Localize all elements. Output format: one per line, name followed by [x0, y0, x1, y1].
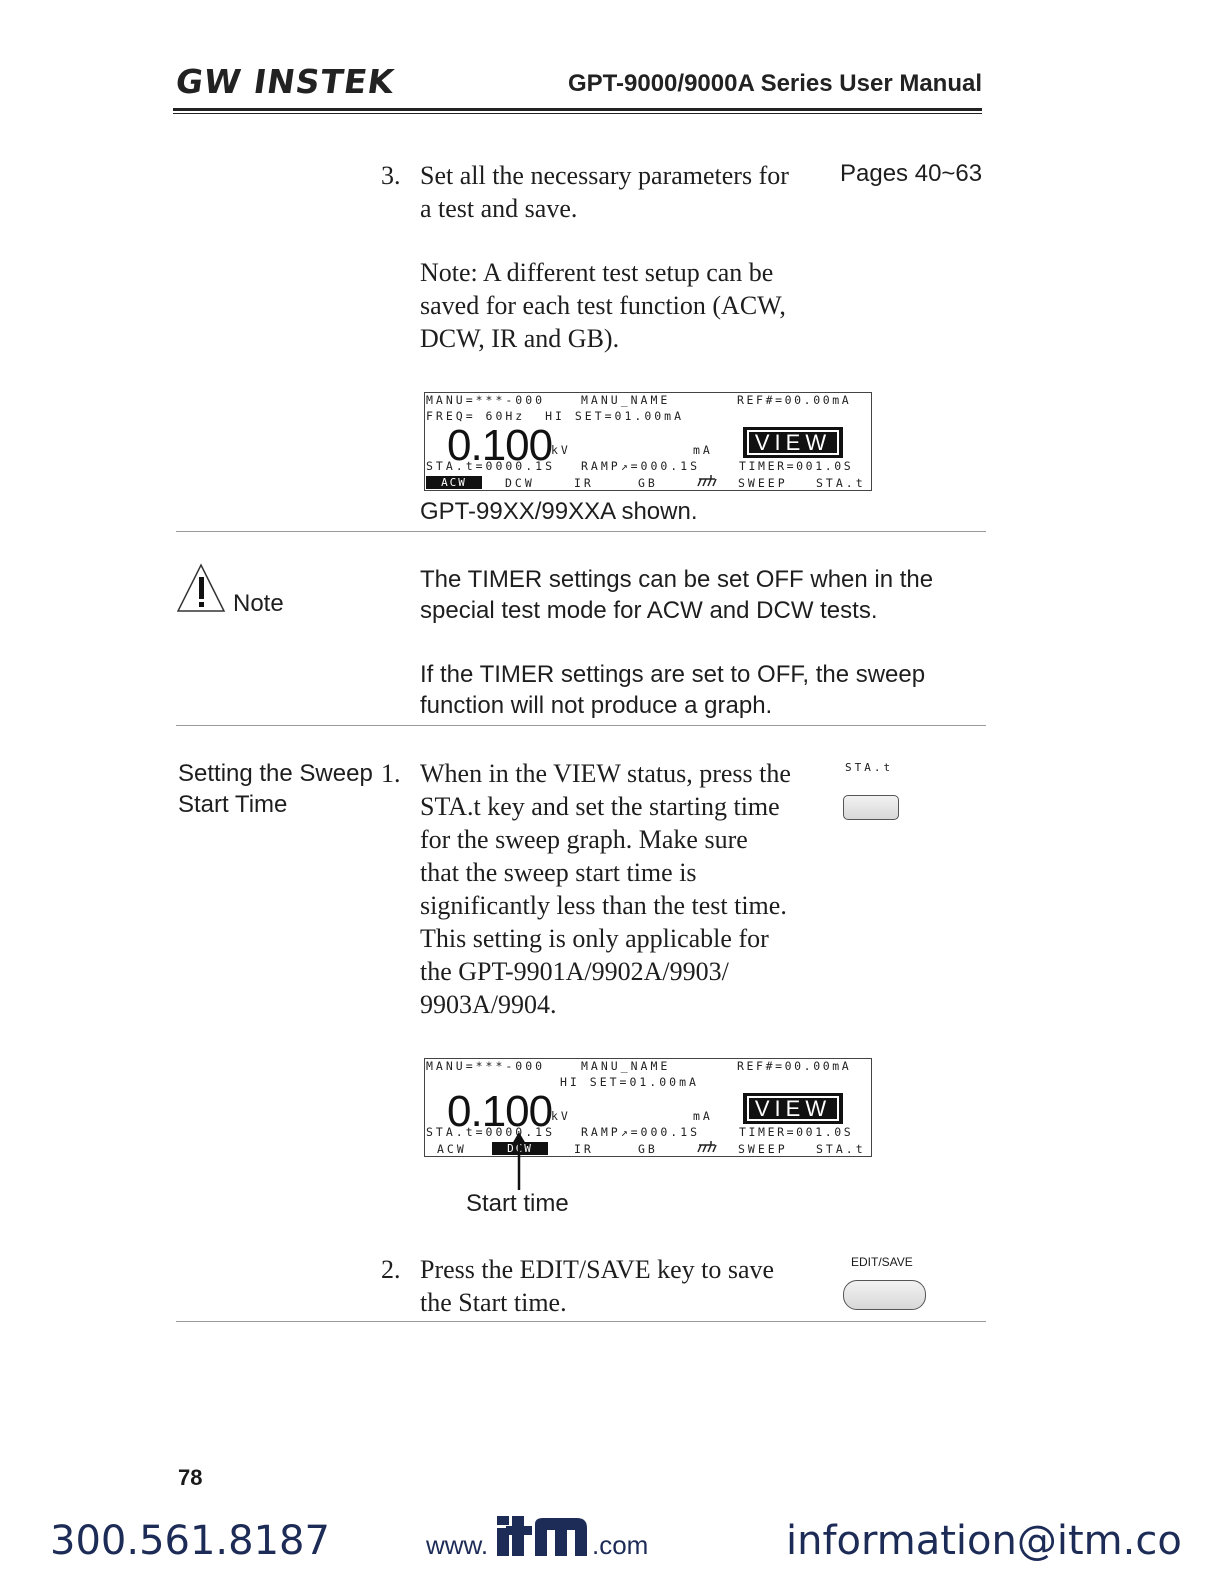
note-text: special test mode for ACW and DCW tests.	[420, 597, 878, 624]
step1-number: 1.	[381, 759, 401, 788]
ground-icon	[697, 475, 717, 494]
lcd-tab-acw: ACW	[437, 1142, 467, 1156]
header-rule-thin	[173, 113, 982, 114]
step1-text: 9903A/9904.	[420, 990, 557, 1019]
ground-icon	[697, 1141, 717, 1160]
step1-text: the GPT-9901A/9902A/9903/	[420, 957, 729, 986]
display-caption: GPT-99XX/99XXA shown.	[420, 498, 698, 525]
step3-note-line: Note: A different test setup can be	[420, 258, 774, 287]
lcd-view-indicator: VIEW	[743, 427, 843, 458]
lcd-tab-sta-t: STA.t	[816, 1142, 866, 1156]
arrow-up-icon	[509, 1132, 529, 1197]
header-rule	[173, 108, 982, 111]
step1-text: STA.t key and set the starting time	[420, 792, 780, 821]
lcd-timer: TIMER=001.0S	[739, 459, 854, 473]
lcd-manu-name: MANU_NAME	[581, 1059, 671, 1073]
lcd-ref: REF#=00.00mA	[737, 1059, 852, 1073]
edit-save-key[interactable]	[843, 1280, 926, 1310]
section-divider	[176, 531, 986, 532]
header-title: GPT-9000/9000A Series User Manual	[568, 70, 982, 97]
lcd-tab-dcw: DCW	[505, 476, 535, 490]
lcd-view-indicator: VIEW	[743, 1093, 843, 1124]
lcd-tab-sweep: SWEEP	[738, 476, 788, 490]
lcd-voltage-value: 0.100	[447, 1087, 553, 1136]
lcd-timer: TIMER=001.0S	[739, 1125, 854, 1139]
lcd-freq-hi-set: FREQ= 60Hz HI SET=01.00mA	[426, 409, 685, 423]
lcd-unit-kv: kV	[551, 1109, 571, 1123]
lcd-ref: REF#=00.00mA	[737, 393, 852, 407]
step3-number: 3.	[381, 161, 401, 190]
footer-web-suffix: .com	[592, 1530, 649, 1560]
step2-text: Press the EDIT/SAVE key to save	[420, 1255, 775, 1284]
itm-logo	[497, 1514, 589, 1558]
lcd-manu: MANU=***-000	[426, 1059, 546, 1073]
note-text: function will not produce a graph.	[420, 692, 773, 719]
lcd-ramp: RAMP↗=000.1S	[581, 1125, 701, 1139]
step1-text: When in the VIEW status, press the	[420, 759, 791, 788]
page-reference: Pages 40~63	[840, 160, 983, 187]
step2-text: the Start time.	[420, 1288, 567, 1317]
footer-phone: 300.561.8187	[50, 1518, 330, 1564]
footer-email: information@itm.co	[786, 1518, 1182, 1564]
lcd-unit-kv: kV	[551, 443, 571, 457]
lcd-tab-ir: IR	[574, 476, 594, 490]
lcd-tab-sweep: SWEEP	[738, 1142, 788, 1156]
section-divider	[176, 1321, 986, 1322]
lcd-sta-t: STA.t=0000.1S	[426, 459, 556, 473]
step3-note-line: DCW, IR and GB).	[420, 324, 620, 353]
lcd-manu: MANU=***-000	[426, 393, 546, 407]
step2-number: 2.	[381, 1255, 401, 1284]
step3-line2: a test and save.	[420, 194, 578, 223]
lcd-manu-name: MANU_NAME	[581, 393, 671, 407]
lcd-hi-set: HI SET=01.00mA	[560, 1075, 699, 1089]
section-label: Start Time	[178, 791, 288, 818]
lcd-tab-acw-selected: ACW	[426, 476, 482, 489]
lcd-unit-ma: mA	[693, 1109, 713, 1123]
start-time-label: Start time	[466, 1190, 569, 1217]
footer-web-prefix: www.	[426, 1530, 489, 1560]
step1-text: that the sweep start time is	[420, 858, 697, 887]
lcd-voltage-value: 0.100	[447, 421, 553, 470]
step3-line1: Set all the necessary parameters for	[420, 161, 789, 190]
lcd-display-2: MANU=***-000 MANU_NAME REF#=00.00mA HI S…	[424, 1058, 872, 1157]
note-text: The TIMER settings can be set OFF when i…	[420, 566, 934, 593]
lcd-unit-ma: mA	[693, 443, 713, 457]
note-label: Note	[233, 590, 284, 617]
step1-text: significantly less than the test time.	[420, 891, 787, 920]
brand-logo: GW INSTEK	[173, 62, 398, 101]
lcd-ramp: RAMP↗=000.1S	[581, 459, 701, 473]
step1-text: for the sweep graph. Make sure	[420, 825, 748, 854]
lcd-display-1: MANU=***-000 MANU_NAME REF#=00.00mA FREQ…	[424, 392, 872, 491]
warning-icon	[176, 563, 227, 618]
sta-t-key[interactable]	[843, 795, 899, 820]
edit-save-key-label: EDIT/SAVE	[851, 1255, 913, 1269]
lcd-tab-ir: IR	[574, 1142, 594, 1156]
lcd-tab-sta-t: STA.t	[816, 476, 866, 490]
lcd-tab-gb: GB	[638, 476, 658, 490]
section-divider	[176, 725, 986, 726]
lcd-tab-gb: GB	[638, 1142, 658, 1156]
sta-t-key-label: STA.t	[845, 761, 894, 774]
step1-text: This setting is only applicable for	[420, 924, 769, 953]
step3-note-line: saved for each test function (ACW,	[420, 291, 786, 320]
section-label: Setting the Sweep	[178, 760, 373, 787]
note-text: If the TIMER settings are set to OFF, th…	[420, 661, 926, 688]
page-number: 78	[178, 1465, 203, 1490]
lcd-sta-t: STA.t=0000.1S	[426, 1125, 556, 1139]
